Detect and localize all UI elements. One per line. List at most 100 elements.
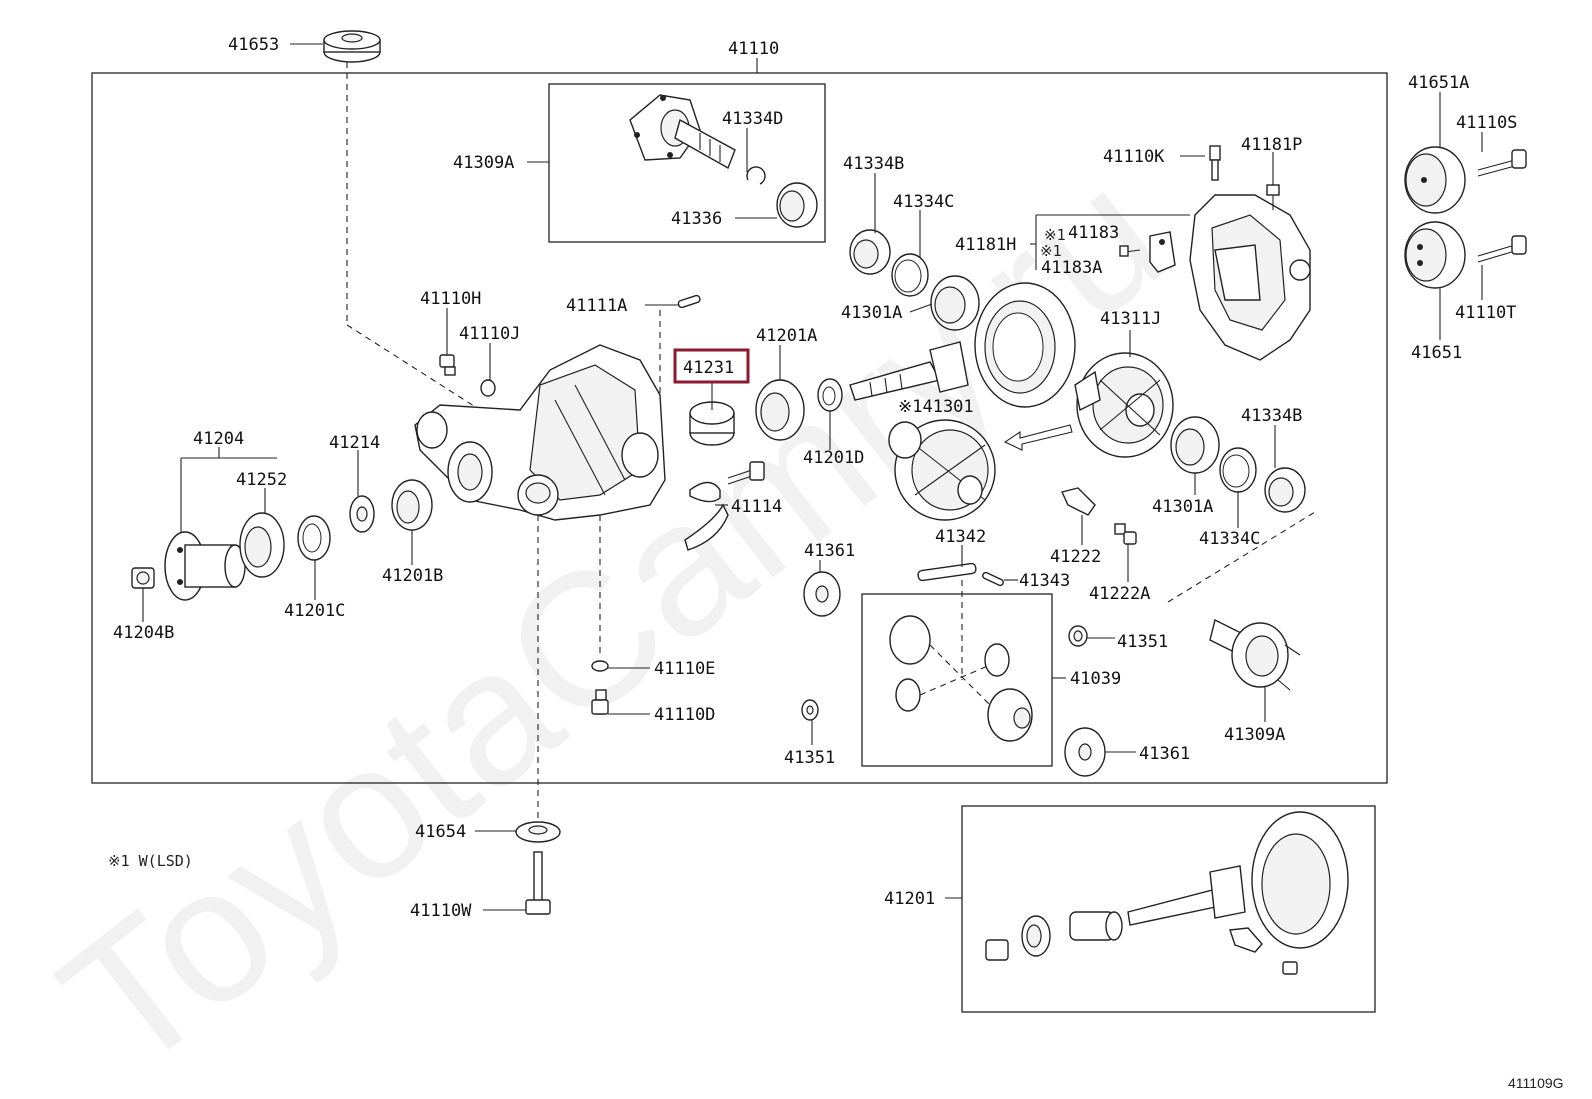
label-41343[interactable]: 41343 bbox=[1019, 571, 1070, 591]
washer-41334B-top-shape[interactable] bbox=[849, 229, 891, 275]
label-41336[interactable]: 41336 bbox=[671, 209, 722, 229]
label-41204B[interactable]: 41204B bbox=[113, 623, 174, 643]
label-41183A[interactable]: 41183A bbox=[1041, 258, 1102, 278]
pin-41111A-shape[interactable] bbox=[677, 294, 701, 309]
label-41653[interactable]: 41653 bbox=[228, 35, 279, 55]
label-41334C-right[interactable]: 41334C bbox=[1199, 529, 1260, 549]
gasket-41110J-shape[interactable] bbox=[480, 379, 496, 397]
breather-41110K-shape[interactable] bbox=[1209, 145, 1221, 181]
side-gear-shaft-41309A-top-shape[interactable] bbox=[629, 94, 736, 170]
bolt-41110S-shape[interactable] bbox=[1477, 149, 1527, 177]
oil-seal-41252-shape[interactable] bbox=[239, 512, 285, 578]
nut-41204B-shape[interactable] bbox=[131, 567, 155, 589]
ring-gear-shape[interactable] bbox=[974, 282, 1076, 408]
washer-41214-shape[interactable] bbox=[349, 495, 375, 533]
label-41334B-top[interactable]: 41334B bbox=[843, 154, 904, 174]
label-41204[interactable]: 41204 bbox=[193, 429, 244, 449]
bolt-41110W-shape[interactable] bbox=[525, 851, 551, 915]
stopper-41654-shape[interactable] bbox=[515, 821, 561, 843]
label-41214[interactable]: 41214 bbox=[329, 433, 380, 453]
label-41201B[interactable]: 41201B bbox=[382, 566, 443, 586]
spacer-41231-shape[interactable] bbox=[689, 401, 735, 446]
label-41309A-top[interactable]: 41309A bbox=[453, 153, 514, 173]
cap-41653-shape[interactable] bbox=[323, 30, 381, 63]
pinion-gear-kit-41039-shape[interactable] bbox=[889, 615, 1033, 742]
bracket-41183-shape[interactable] bbox=[1149, 231, 1176, 273]
gear-set-41201-shape[interactable] bbox=[985, 811, 1349, 975]
oil-seal-41336-shape[interactable] bbox=[776, 182, 818, 228]
bearing-cone-41201D-shape[interactable] bbox=[817, 378, 843, 412]
gasket-41110E-shape[interactable] bbox=[591, 660, 609, 672]
bearing-41301A-right-shape[interactable] bbox=[1170, 416, 1220, 474]
label-41181H[interactable]: 41181H bbox=[955, 235, 1016, 255]
clip-41222-shape[interactable] bbox=[1061, 487, 1096, 516]
differential-case-41311J-shape[interactable] bbox=[1074, 352, 1174, 458]
label-41183[interactable]: 41183 bbox=[1068, 223, 1119, 243]
label-41201C[interactable]: 41201C bbox=[284, 601, 345, 621]
plug-41351-bottom-shape[interactable] bbox=[801, 699, 819, 721]
plug-41110H-shape[interactable] bbox=[439, 354, 456, 376]
differential-assembly-41301-shape[interactable] bbox=[888, 419, 996, 521]
label-41654[interactable]: 41654 bbox=[415, 822, 466, 842]
washer-41334B-right-shape[interactable] bbox=[1264, 467, 1306, 513]
label-41301A-right[interactable]: 41301A bbox=[1152, 497, 1213, 517]
label-41334C-top[interactable]: 41334C bbox=[893, 192, 954, 212]
shim-41334C-top-shape[interactable] bbox=[891, 253, 929, 297]
label-41110K[interactable]: 41110K bbox=[1103, 147, 1165, 167]
cover-41651-shape[interactable] bbox=[1404, 221, 1466, 289]
shim-41334C-right-shape[interactable] bbox=[1219, 447, 1257, 493]
side-gear-shaft-41309A-right-shape[interactable] bbox=[1209, 618, 1301, 691]
label-41301A-top[interactable]: 41301A bbox=[841, 303, 902, 323]
thrust-washer-41361-right-shape[interactable] bbox=[1064, 727, 1106, 777]
label-41222[interactable]: 41222 bbox=[1050, 547, 1101, 567]
label-41201[interactable]: 41201 bbox=[884, 889, 935, 909]
label-41110E[interactable]: 41110E bbox=[654, 659, 715, 679]
cover-41651A-shape[interactable] bbox=[1404, 146, 1466, 214]
label-41361-right[interactable]: 41361 bbox=[1139, 744, 1190, 764]
bearing-cap-shape[interactable] bbox=[684, 481, 729, 551]
drive-pinion-shape[interactable] bbox=[849, 341, 969, 401]
label-41110S[interactable]: 41110S bbox=[1456, 113, 1517, 133]
bearing-41201A-shape[interactable] bbox=[755, 379, 805, 441]
label-41111A[interactable]: 41111A bbox=[566, 296, 627, 316]
label-41351-right[interactable]: 41351 bbox=[1117, 632, 1168, 652]
label-41334D[interactable]: 41334D bbox=[722, 109, 783, 129]
pin-41343-shape[interactable] bbox=[982, 571, 1004, 587]
label-41201A[interactable]: 41201A bbox=[756, 326, 817, 346]
label-41252[interactable]: 41252 bbox=[236, 470, 287, 490]
differential-carrier-41110-shape[interactable] bbox=[414, 344, 666, 521]
label-41222A[interactable]: 41222A bbox=[1089, 584, 1150, 604]
thrust-washer-41361-left-shape[interactable] bbox=[803, 571, 841, 617]
label-41361-left[interactable]: 41361 bbox=[804, 541, 855, 561]
bolt-41114-shape[interactable] bbox=[727, 461, 765, 485]
label-41110T[interactable]: 41110T bbox=[1455, 303, 1516, 323]
label-41651[interactable]: 41651 bbox=[1411, 343, 1462, 363]
label-41334B-right[interactable]: 41334B bbox=[1241, 406, 1302, 426]
label-41110H[interactable]: 41110H bbox=[420, 289, 481, 309]
bolt-41183A-shape[interactable] bbox=[1119, 245, 1141, 257]
label-41110W[interactable]: 41110W bbox=[410, 901, 472, 921]
label-41231[interactable]: 41231 bbox=[683, 358, 734, 378]
label-41201D[interactable]: 41201D bbox=[803, 448, 864, 468]
label-41309A-right[interactable]: 41309A bbox=[1224, 725, 1285, 745]
label-41110[interactable]: 41110 bbox=[728, 39, 779, 59]
bearing-41201B-shape[interactable] bbox=[391, 479, 433, 531]
label-41114[interactable]: 41114 bbox=[731, 497, 782, 517]
label-41301-mark[interactable]: ※141301 bbox=[898, 397, 974, 417]
label-41311J[interactable]: 41311J bbox=[1100, 309, 1161, 329]
snap-ring-41334D-shape[interactable] bbox=[746, 166, 766, 185]
label-41110J[interactable]: 41110J bbox=[459, 324, 520, 344]
pinion-shaft-41342-shape[interactable] bbox=[917, 562, 977, 582]
bearing-41301A-top-shape[interactable] bbox=[930, 275, 980, 331]
label-41039[interactable]: 41039 bbox=[1070, 669, 1121, 689]
label-41181P[interactable]: 41181P bbox=[1241, 135, 1302, 155]
bolt-41222A-shape[interactable] bbox=[1114, 523, 1137, 545]
label-41651A[interactable]: 41651A bbox=[1408, 73, 1469, 93]
carrier-cover-shape[interactable] bbox=[1189, 194, 1311, 361]
companion-flange-41204-shape[interactable] bbox=[164, 531, 246, 601]
plug-41351-right-shape[interactable] bbox=[1068, 625, 1088, 647]
bearing-41201C-shape[interactable] bbox=[297, 515, 331, 561]
plug-41110D-shape[interactable] bbox=[591, 689, 609, 715]
label-41351-bottom[interactable]: 41351 bbox=[784, 748, 835, 768]
label-41342[interactable]: 41342 bbox=[935, 527, 986, 547]
